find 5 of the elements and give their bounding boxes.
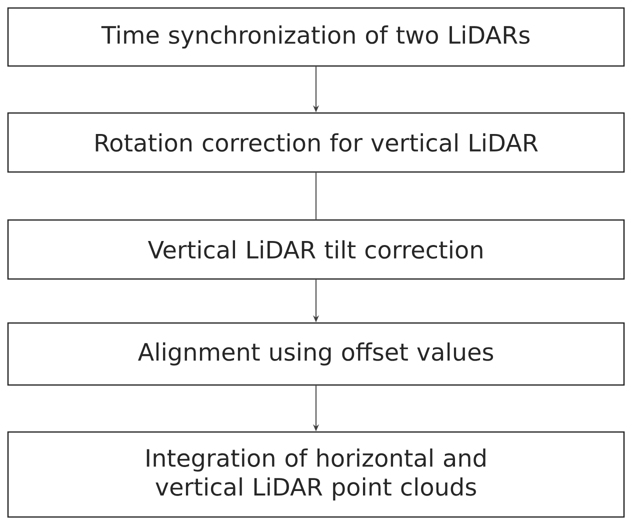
- process-box: Integration of horizontal and vertical LiDAR point clouds: [7, 431, 625, 518]
- process-box: Vertical LiDAR tilt correction: [7, 219, 625, 280]
- process-box: Time synchronization of two LiDARs: [7, 7, 625, 67]
- process-box: Alignment using offset values: [7, 322, 625, 386]
- process-box: Rotation correction for vertical LiDAR: [7, 112, 625, 173]
